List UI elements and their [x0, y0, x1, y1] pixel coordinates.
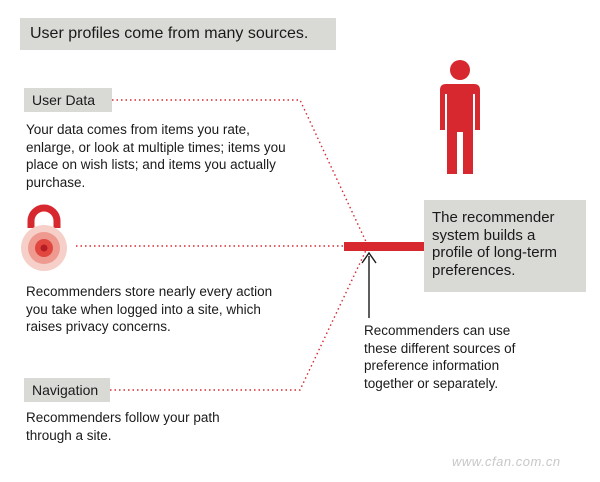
padlock-target-icon — [21, 204, 67, 271]
watermark: www.cfan.com.cn — [452, 454, 561, 469]
navigation-description: Recommenders follow your path through a … — [26, 410, 220, 443]
result-box: The recommender system builds a profile … — [424, 200, 586, 292]
user-data-description: Your data comes from items you rate, enl… — [26, 122, 286, 190]
privacy-description: Recommenders store nearly every action y… — [26, 284, 273, 334]
navigation-label: Navigation — [24, 378, 110, 402]
user-data-label: User Data — [24, 88, 112, 112]
person-icon — [440, 60, 480, 174]
merge-bar — [344, 242, 426, 251]
page-title: User profiles come from many sources. — [20, 18, 336, 50]
note-arrow-head — [361, 251, 377, 264]
sources-note: Recommenders can use these different sou… — [364, 323, 516, 391]
connector-navigation — [110, 245, 369, 391]
